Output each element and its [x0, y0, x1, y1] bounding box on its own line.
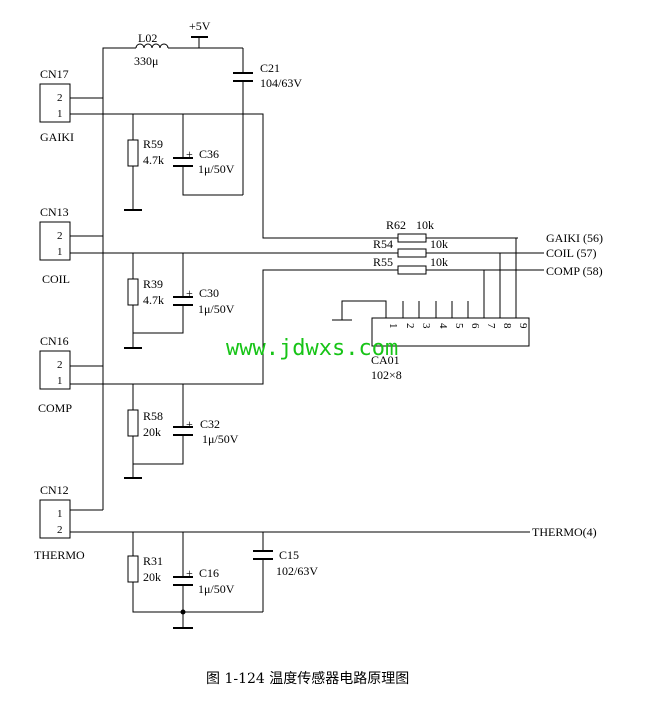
- c15-ref: C15: [279, 548, 299, 562]
- ca01-pin-2: 2: [404, 323, 416, 329]
- r39-value: 4.7k: [143, 293, 164, 307]
- r54-ref: R54: [373, 237, 393, 251]
- r59-ref: R59: [143, 137, 163, 151]
- ca01-pin-4: 4: [437, 323, 449, 329]
- cn12-pin-top: 1: [57, 508, 63, 520]
- r39-ref: R39: [143, 277, 163, 291]
- c16-value: 1μ/50V: [198, 582, 235, 596]
- c16-ref: C16: [199, 566, 219, 580]
- c30-ref: C30: [199, 286, 219, 300]
- cn17-name: CN17: [40, 67, 69, 81]
- output-comp: COMP (58): [546, 264, 603, 278]
- r31-value: 20k: [143, 570, 161, 584]
- c32-ref: C32: [200, 417, 220, 431]
- ca01-pin-1: 1: [387, 323, 399, 329]
- c36-plus: +: [186, 147, 193, 161]
- c36-ref: C36: [199, 147, 219, 161]
- c15-value: 102/63V: [276, 564, 318, 578]
- cn16-pin-top: 2: [57, 359, 63, 371]
- watermark: www.jdwxs.com: [226, 336, 398, 361]
- r59-c36-filter: R59 4.7k + C36 1μ/50V: [124, 114, 243, 211]
- r62-ref: R62: [386, 218, 406, 232]
- cn16-label: COMP: [38, 401, 72, 415]
- resistor-r58: [127, 409, 139, 437]
- output-gaiki: GAIKI (56): [546, 231, 603, 245]
- cn16-pin-bottom: 1: [57, 375, 63, 387]
- c21-value: 104/63V: [260, 76, 302, 90]
- cn17-label: GAIKI: [40, 130, 74, 144]
- connector-cn16: CN16 2 1 COMP: [38, 269, 398, 415]
- figure-caption: 图 1-124 温度传感器电路原理图: [206, 670, 409, 687]
- c36-value: 1μ/50V: [198, 162, 235, 176]
- ca01-pin-8: 8: [501, 323, 513, 329]
- ca01-value: 102×8: [371, 368, 402, 382]
- c32-value: 1μ/50V: [202, 432, 239, 446]
- cn13-pin-bottom: 1: [57, 246, 63, 258]
- c21-ref: C21: [260, 61, 280, 75]
- c32-plus: +: [186, 417, 193, 431]
- supply-section: L02 330μ +5V C21 104/63V: [102, 19, 302, 195]
- ca01-pin-7: 7: [485, 323, 497, 329]
- connector-cn12: CN12 1 2 THERMO THERMO(4): [34, 483, 597, 562]
- resistor-r59: [127, 139, 139, 167]
- resistor-r55: [397, 265, 427, 275]
- cn16-name: CN16: [40, 334, 69, 348]
- r31-ref: R31: [143, 554, 163, 568]
- cn12-label: THERMO: [34, 548, 85, 562]
- r58-c32-filter: R58 20k + C32 1μ/50V: [124, 384, 239, 479]
- supply-label: +5V: [189, 19, 211, 33]
- cn13-label: COIL: [42, 272, 70, 286]
- resistor-r31: [127, 555, 139, 583]
- ca01-pin-5: 5: [453, 323, 465, 329]
- output-coil: COIL (57): [546, 246, 597, 260]
- resistor-r39: [127, 278, 139, 306]
- connector-cn17: CN17 2 1 GAIKI: [39, 67, 518, 239]
- r54-value: 10k: [430, 237, 448, 251]
- ca01-pin-9: 9: [517, 323, 529, 329]
- r31-c16-c15-filter: R31 20k + C16 1μ/50V C15 102/63V: [127, 532, 318, 629]
- r55-ref: R55: [373, 255, 393, 269]
- r62-value: 10k: [416, 218, 434, 232]
- ca01-pin-3: 3: [420, 323, 432, 329]
- r58-value: 20k: [143, 425, 161, 439]
- connector-cn13: CN13 2 1 COIL: [39, 205, 398, 286]
- l02-ref: L02: [138, 31, 157, 45]
- c16-plus: +: [186, 566, 193, 580]
- series-resistors: R62 10k R54 10k R55 10k GAIKI (56) COIL …: [373, 218, 603, 278]
- cn12-name: CN12: [40, 483, 69, 497]
- r58-ref: R58: [143, 409, 163, 423]
- resistor-r54: [397, 248, 427, 258]
- cn17-pin-top: 2: [57, 92, 63, 104]
- ca01-pin-6: 6: [469, 323, 481, 329]
- resistor-r62: [397, 233, 427, 243]
- inductor-l02: [135, 43, 169, 49]
- cn12-pin-bottom: 2: [57, 524, 63, 536]
- c30-value: 1μ/50V: [198, 302, 235, 316]
- cn13-pin-top: 2: [57, 230, 63, 242]
- l02-value: 330μ: [134, 54, 158, 68]
- c30-plus: +: [186, 286, 193, 300]
- r59-value: 4.7k: [143, 153, 164, 167]
- ca01-ref: CA01: [371, 353, 400, 367]
- r39-c30-filter: R39 4.7k + C30 1μ/50V: [124, 253, 235, 349]
- cn13-name: CN13: [40, 205, 69, 219]
- cn17-pin-bottom: 1: [57, 108, 63, 120]
- output-thermo: THERMO(4): [532, 525, 597, 539]
- r55-value: 10k: [430, 255, 448, 269]
